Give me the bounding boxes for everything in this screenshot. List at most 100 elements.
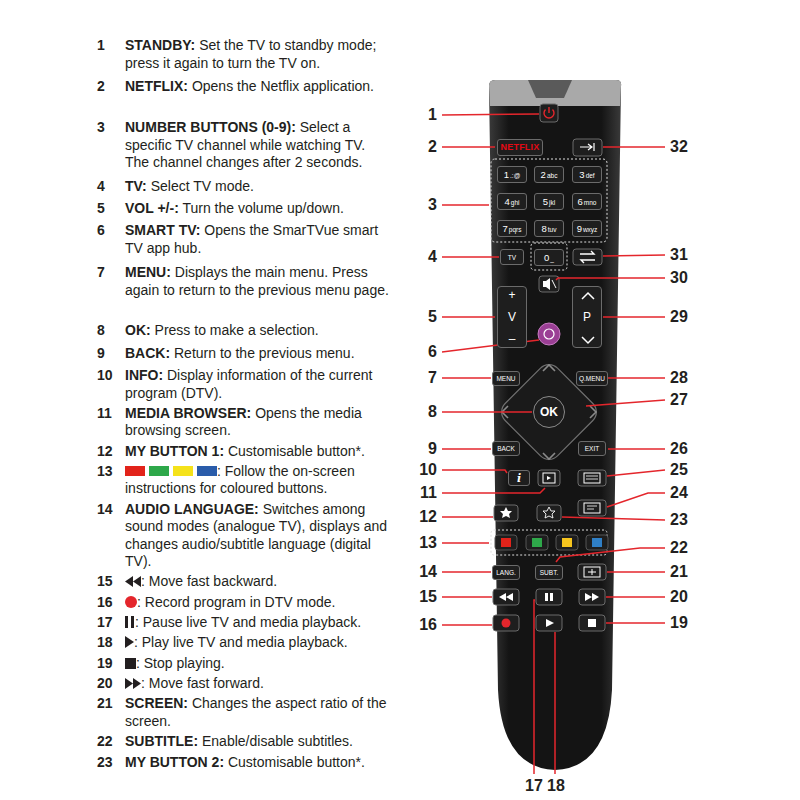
item-text: : Move fast backward.	[125, 573, 389, 590]
button-label-group: 8tuv	[542, 223, 557, 234]
item-number: 16	[97, 594, 113, 611]
leader-line	[603, 255, 665, 256]
item-number: 18	[97, 634, 113, 651]
button-symbol	[125, 675, 141, 691]
item-text: VOL +/-: Turn the volume up/down.	[125, 200, 389, 217]
button-symbol	[125, 573, 141, 589]
button-label: 7	[503, 223, 508, 234]
number-button: 8tuv	[534, 220, 564, 237]
leader-line	[442, 624, 492, 626]
item-number: 21	[97, 695, 113, 712]
callout-number: 27	[670, 391, 688, 409]
item-number: 17	[97, 614, 113, 631]
callout-number: 30	[670, 269, 688, 287]
legend-item: 21SCREEN: Changes the aspect ratio of th…	[97, 695, 389, 730]
text-icon	[587, 506, 597, 509]
item-number: 11	[97, 405, 112, 422]
button-symbol	[125, 655, 136, 671]
info-button: i	[508, 470, 530, 486]
item-heading: INFO:	[125, 367, 163, 383]
callout-number: 17	[525, 777, 543, 795]
item-number: 12	[97, 443, 113, 460]
button-label: 5	[543, 196, 548, 207]
screen-icon	[584, 567, 600, 577]
leader-line	[442, 114, 539, 115]
button-label: –	[509, 333, 516, 345]
item-number: 13	[97, 463, 113, 480]
item-description: Enable/disable subtitles.	[202, 733, 353, 749]
colour-button	[495, 535, 517, 550]
callout-number: 32	[670, 138, 688, 156]
button-label-group: 7pqrs	[503, 223, 522, 234]
leader-line	[442, 596, 492, 598]
item-description: Customisable button*.	[228, 754, 365, 770]
item-description: Press to make a selection.	[155, 322, 319, 338]
item-number: 4	[97, 178, 105, 195]
button-label: pqrs	[509, 226, 522, 233]
item-text: : Pause live TV and media playback.	[125, 614, 389, 631]
callout-number: 24	[670, 484, 688, 502]
epg-button	[578, 470, 606, 486]
callout-number: 9	[428, 440, 437, 458]
text-icon	[584, 503, 600, 513]
colour-button	[526, 535, 548, 550]
pause-icon	[545, 593, 553, 601]
item-heading: MY BUTTON 1:	[125, 443, 224, 459]
button-label: .:@	[510, 172, 520, 179]
callout-number: 28	[670, 369, 688, 387]
item-heading: MEDIA BROWSER:	[125, 405, 251, 421]
callout-number: 15	[419, 588, 437, 606]
button-label-group: 9wxyz	[577, 223, 598, 234]
item-number: 19	[97, 655, 113, 672]
callout-number: 2	[428, 138, 437, 156]
button-label: +	[508, 289, 515, 301]
callout-number: 16	[419, 616, 437, 634]
callout-number: 19	[670, 614, 688, 632]
item-text: TV: Select TV mode.	[125, 178, 389, 195]
legend-item: 15 : Move fast backward.	[97, 573, 389, 590]
record-icon	[502, 619, 511, 628]
mute-icon	[552, 280, 556, 288]
callout-number: 7	[428, 369, 437, 387]
leader-line	[442, 448, 491, 450]
leader-line	[586, 400, 665, 406]
item-text: MEDIA BROWSER: Opens the media browsing …	[125, 405, 389, 440]
button-label-group: NETFLIX	[501, 142, 540, 152]
legend-item: 6SMART TV: Opens the SmarTVue smart TV a…	[97, 222, 389, 257]
item-number: 2	[97, 78, 105, 95]
legend-item: 22SUBTITLE: Enable/disable subtitles.	[97, 733, 389, 750]
number-pad-outline	[491, 159, 607, 242]
number-button: 7pqrs	[497, 220, 527, 237]
item-number: 10	[97, 367, 113, 384]
button-label: ghi	[511, 199, 520, 206]
play-button	[536, 615, 562, 631]
button-label: def	[586, 172, 595, 179]
netflix-button: NETFLIX	[497, 139, 543, 156]
legend-item: 7MENU: Displays the main menu. Press aga…	[97, 264, 389, 299]
callout-number: 29	[670, 308, 688, 326]
epg-icon	[584, 473, 600, 483]
my-button-1	[494, 505, 518, 521]
item-description: : Move fast backward.	[141, 573, 277, 589]
button-label-group: TV	[508, 254, 516, 261]
legend-item: 10INFO: Display information of the curre…	[97, 367, 389, 402]
leader-line	[442, 571, 491, 573]
button-symbol	[125, 614, 135, 630]
callout-number: 23	[670, 511, 688, 529]
pause-button	[536, 589, 562, 605]
item-number: 7	[97, 264, 105, 281]
leader-line	[608, 448, 665, 450]
callout-number: 10	[419, 461, 437, 479]
smart-tv-button	[538, 323, 560, 345]
button-label: OK	[540, 405, 558, 419]
blue-key	[592, 538, 602, 547]
callout-number: 1	[428, 106, 437, 124]
legend-item: 16: Record program in DTV mode.	[97, 594, 389, 611]
item-number: 15	[97, 573, 113, 590]
source-button	[573, 139, 602, 156]
number-button: 2abc	[534, 166, 564, 183]
button-label-group: Q.MENU	[579, 375, 605, 382]
item-description: : Stop playing.	[136, 655, 225, 671]
legend-item: 5VOL +/-: Turn the volume up/down.	[97, 200, 389, 217]
button-symbol	[125, 463, 217, 479]
